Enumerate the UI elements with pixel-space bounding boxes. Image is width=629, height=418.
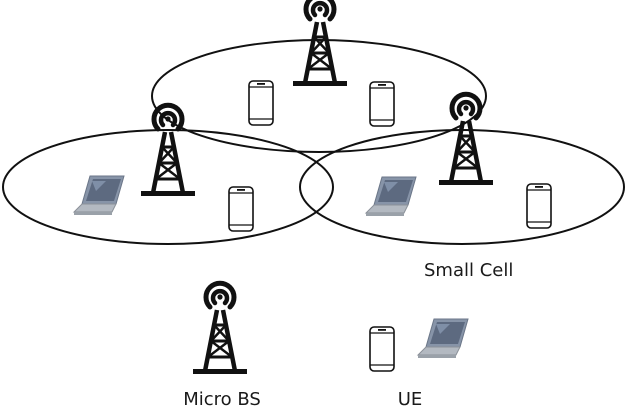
phone-icon — [526, 183, 552, 229]
phone-icon — [228, 186, 254, 232]
left-cell-ellipse — [2, 129, 334, 245]
laptop-icon — [73, 175, 125, 216]
small-cell-label: Small Cell — [424, 260, 513, 281]
phone-icon — [248, 80, 274, 126]
laptop-icon — [365, 176, 417, 217]
legend-phone-icon — [369, 326, 395, 372]
tower-icon — [293, 0, 347, 86]
top-cell-ellipse — [151, 39, 487, 153]
legend-tower-icon — [193, 283, 247, 374]
legend-ue-label: UE — [398, 389, 423, 410]
tower-icon — [141, 105, 195, 196]
legend-tower-label: Micro BS — [183, 389, 261, 410]
legend-laptop-icon — [417, 318, 469, 359]
tower-icon — [439, 94, 493, 185]
phone-icon — [369, 81, 395, 127]
